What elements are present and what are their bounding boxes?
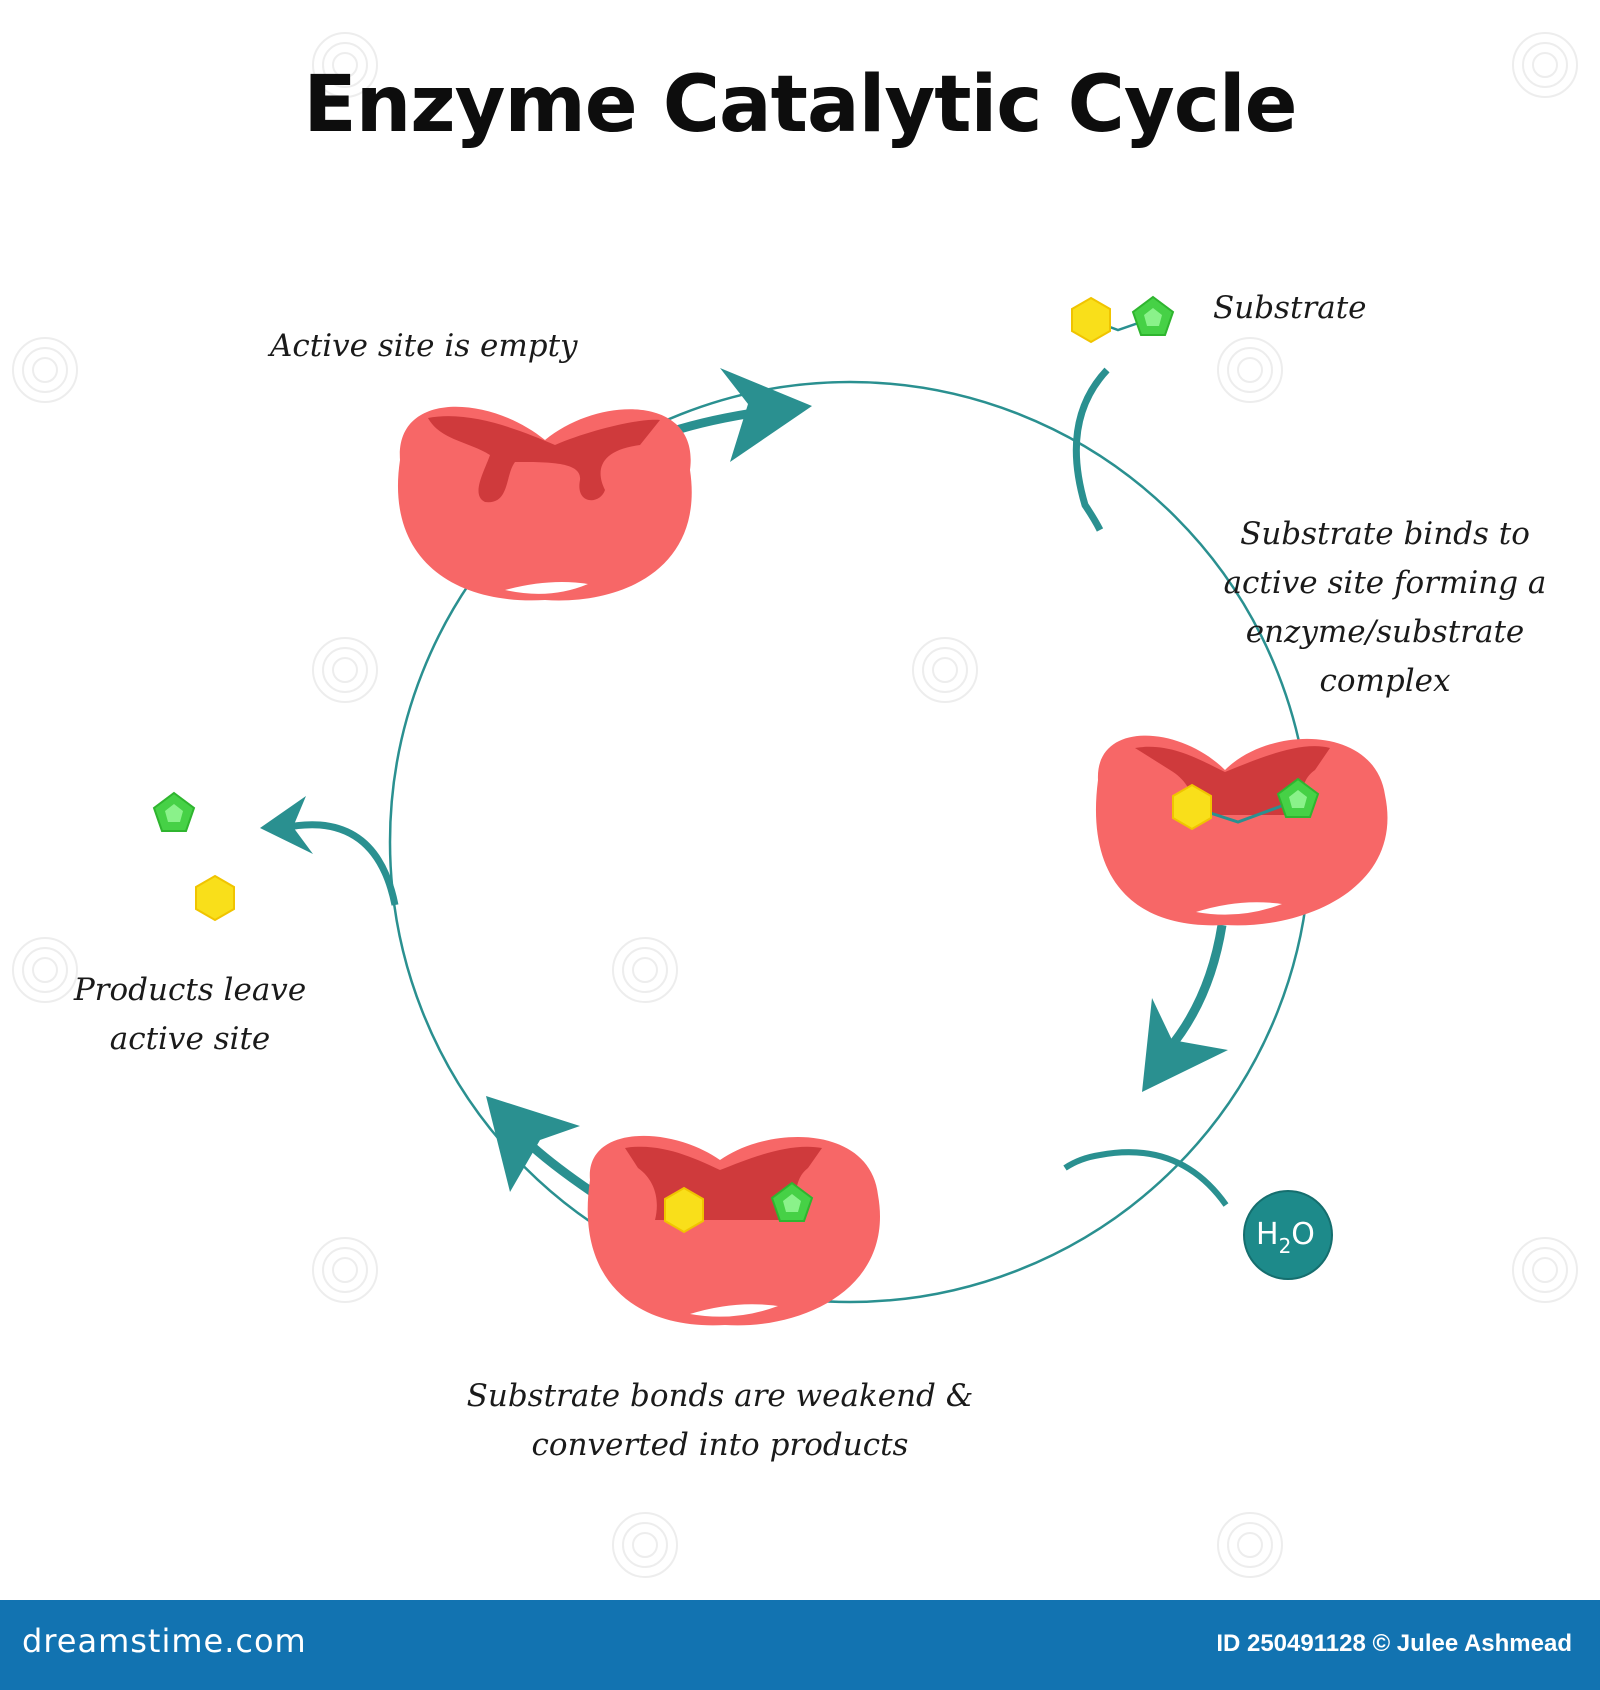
watermark-swirl-icon (1512, 32, 1578, 98)
label-active-site-empty: Active site is empty (270, 328, 578, 364)
watermark-swirl-icon (312, 637, 378, 703)
label-line: active site forming a (1223, 565, 1547, 601)
label-bonds-weakened: Substrate bonds are weakend & converted … (440, 1372, 1000, 1470)
cycle-arrowhead-top (720, 368, 812, 462)
product-molecules (153, 792, 235, 921)
label-line: active site (109, 1021, 271, 1057)
watermark-swirl-icon (12, 337, 78, 403)
cycle-arrowhead-bottom-left (486, 1096, 580, 1192)
substrate-entry-curve (1072, 367, 1110, 532)
page-title: Enzyme Catalytic Cycle (303, 60, 1297, 150)
watermark-swirl-icon (312, 32, 378, 98)
watermark-swirl-icon (612, 1512, 678, 1578)
watermark-swirl-icon (12, 937, 78, 1003)
footer-credit: ID 250491128 © Julee Ashmead (1216, 1630, 1572, 1657)
water-label-suffix: O (1291, 1217, 1315, 1252)
water-entry-curve (1063, 1149, 1229, 1207)
watermark-swirl-icon (612, 937, 678, 1003)
label-line: complex (1319, 663, 1451, 699)
water-molecule: H2O (1243, 1190, 1333, 1280)
footer-bar: dreamstime.com ID 250491128 © Julee Ashm… (0, 1600, 1600, 1690)
label-line: converted into products (531, 1427, 909, 1463)
label-line: Substrate binds to (1240, 516, 1530, 552)
label-substrate-binds: Substrate binds to active site forming a… (1200, 510, 1570, 706)
watermark-swirl-icon (1217, 1512, 1283, 1578)
enzyme-bonds-weakened (587, 1135, 880, 1326)
label-line: Substrate bonds are weakend & (466, 1378, 974, 1414)
footer-logo[interactable]: dreamstime.com (22, 1622, 307, 1660)
label-line: Products leave (73, 972, 307, 1008)
cycle-arrowhead-right (1142, 998, 1228, 1092)
substrate-molecule (1071, 296, 1174, 343)
cycle-arrow-right (1164, 924, 1227, 1053)
watermark-swirl-icon (1217, 337, 1283, 403)
products-exit-arrowhead (260, 796, 313, 854)
water-subscript: 2 (1279, 1234, 1292, 1258)
products-exit-curve (284, 821, 399, 906)
label-substrate: Substrate (1213, 290, 1367, 326)
watermark-swirl-icon (912, 637, 978, 703)
watermark-swirl-icon (1512, 1237, 1578, 1303)
enzyme-empty (397, 406, 692, 601)
enzyme-substrate-complex (1095, 735, 1388, 926)
watermark-swirl-icon (312, 1237, 378, 1303)
label-line: enzyme/substrate (1245, 614, 1525, 650)
label-products-leave: Products leave active site (60, 966, 320, 1064)
svg-text:H2O: H2O (1256, 1217, 1315, 1258)
water-label: H (1256, 1217, 1279, 1252)
